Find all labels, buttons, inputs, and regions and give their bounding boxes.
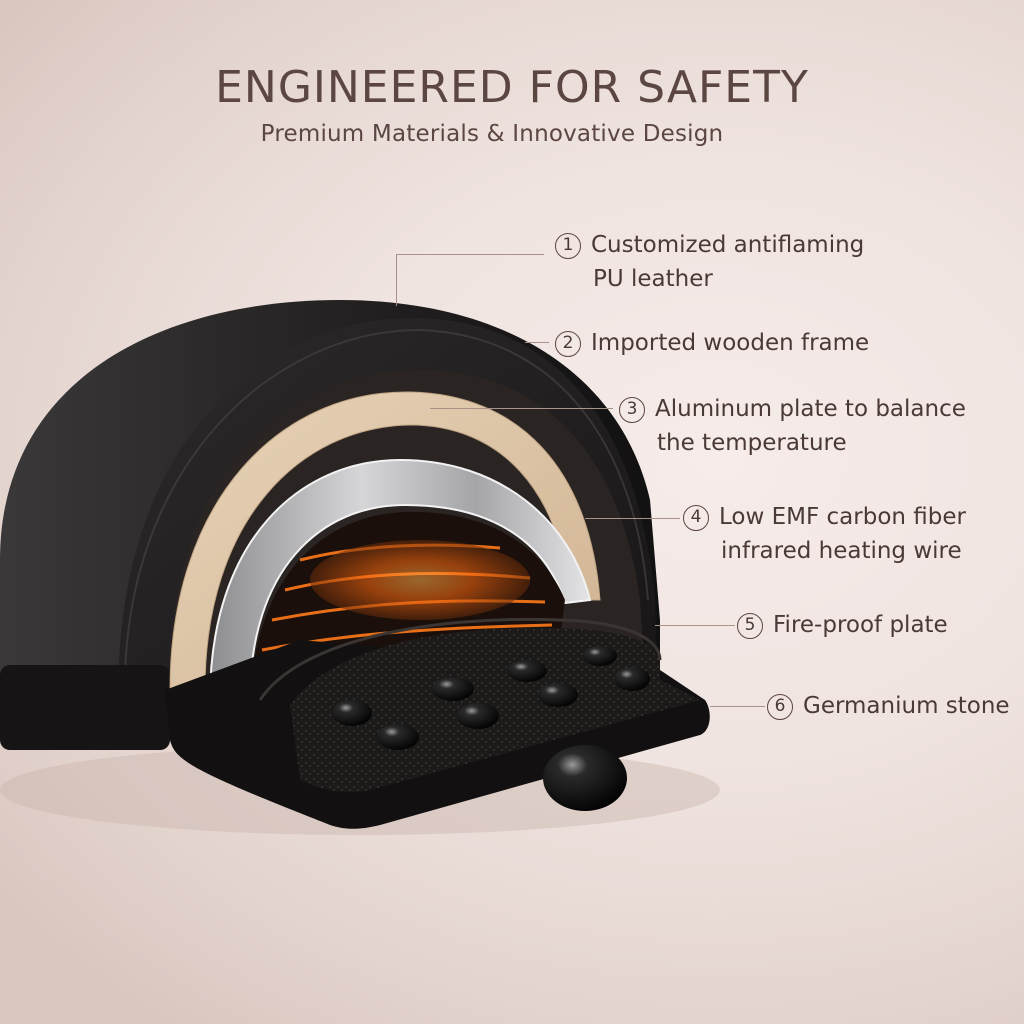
- callout-label: Fire-proof plate: [773, 612, 948, 638]
- germanium-stones: [332, 646, 650, 811]
- aluminum-plate-layer: [208, 458, 592, 701]
- leader-line-5: [655, 625, 735, 627]
- leader-line-1-horizontal: [396, 254, 544, 256]
- callout-label: Customized antiflaming: [591, 232, 865, 258]
- heat-glow: [310, 540, 530, 620]
- callout-number-2: 2: [555, 331, 581, 357]
- wooden-frame-layer: [169, 391, 601, 691]
- callout-heating-wire: 4 Low EMF carbon fiber infrared heating w…: [683, 500, 966, 568]
- leader-line-4: [585, 518, 680, 520]
- page-subtitle: Premium Materials & Innovative Design: [260, 121, 724, 147]
- callout-wooden-frame: 2 Imported wooden frame: [555, 326, 869, 360]
- callout-label: Aluminum plate to balance: [655, 396, 966, 422]
- callout-number-4: 4: [683, 505, 709, 531]
- callout-number-5: 5: [737, 613, 763, 639]
- callout-number-6: 6: [767, 694, 793, 720]
- callout-label-line2: PU leather: [593, 266, 713, 292]
- page-title: ENGINEERED FOR SAFETY: [215, 62, 809, 113]
- callout-label: Low EMF carbon fiber: [719, 504, 966, 530]
- callout-number-3: 3: [619, 397, 645, 423]
- leader-line-6: [710, 706, 765, 708]
- callout-label-line2: the temperature: [657, 430, 847, 456]
- callout-label: Imported wooden frame: [591, 330, 870, 356]
- callout-number-1: 1: [555, 233, 581, 259]
- callout-aluminum-plate: 3 Aluminum plate to balance the temperatu…: [619, 392, 966, 460]
- callout-pu-leather: 1 Customized antiflaming PU leather: [555, 228, 864, 296]
- leader-line-1-vertical: [396, 254, 398, 306]
- callout-label-line2: infrared heating wire: [721, 538, 962, 564]
- loose-germanium-stone: [543, 745, 627, 811]
- callout-fire-proof-plate: 5 Fire-proof plate: [737, 608, 948, 642]
- callout-label: Germanium stone: [803, 693, 1010, 719]
- leader-line-3: [430, 408, 613, 410]
- callout-germanium-stone: 6 Germanium stone: [767, 689, 1010, 723]
- leader-line-2: [525, 342, 549, 344]
